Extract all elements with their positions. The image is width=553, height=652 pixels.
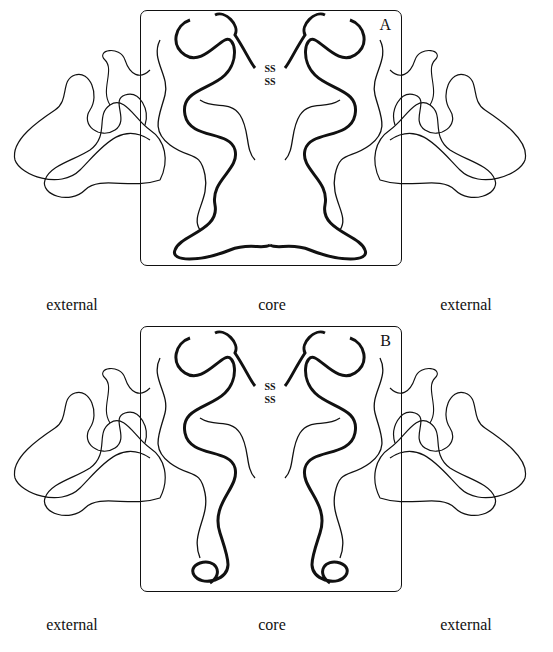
panel-b-ribbon xyxy=(14,332,525,583)
disulfide-label: SS xyxy=(263,76,276,87)
disulfide-label: SS xyxy=(263,381,276,392)
region-label: external xyxy=(46,616,98,634)
region-label: external xyxy=(440,296,492,314)
region-label: external xyxy=(46,296,98,314)
panel-box: A xyxy=(140,10,402,266)
panel-box: B xyxy=(140,326,402,592)
panel-letter: B xyxy=(380,332,391,350)
region-label: external xyxy=(440,616,492,634)
panel-letter: A xyxy=(379,16,391,34)
disulfide-label: SS xyxy=(263,63,276,74)
region-label: core xyxy=(258,296,286,314)
disulfide-label: SS xyxy=(263,394,276,405)
panel-a-ribbon xyxy=(14,14,525,259)
region-label: core xyxy=(258,616,286,634)
